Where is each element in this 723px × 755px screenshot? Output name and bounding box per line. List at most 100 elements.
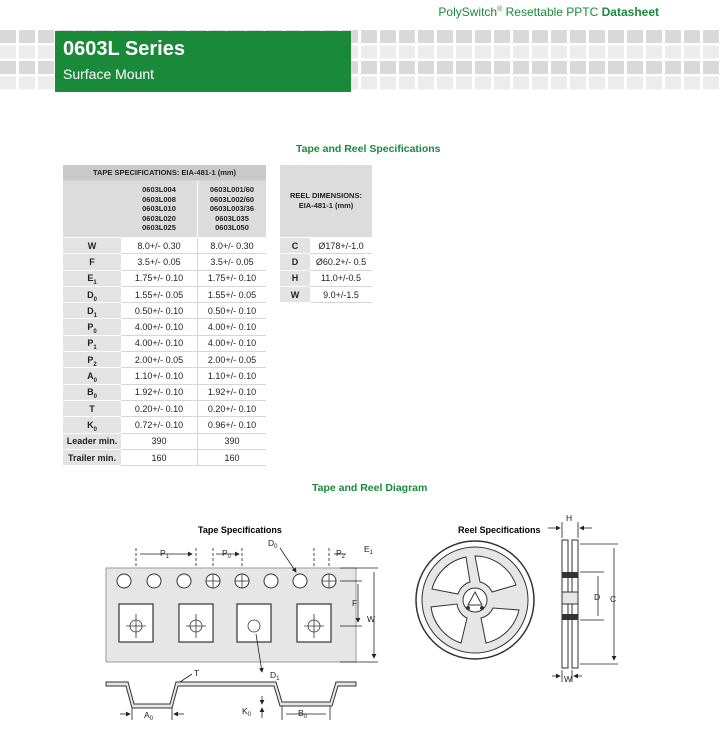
tape-param-label: Trailer min. — [63, 449, 121, 467]
tape-row: P2 2.00+/- 0.05 2.00+/- 0.05 — [63, 351, 266, 369]
tape-value-col1: 0.20+/- 0.10 — [121, 400, 198, 418]
tape-value-col2: 1.92+/- 0.10 — [197, 384, 266, 401]
reel-param-value: 9.0+/-1.5 — [310, 286, 372, 304]
tape-value-col2: 1.75+/- 0.10 — [197, 270, 266, 287]
tape-value-col1: 0.72+/- 0.10 — [121, 416, 198, 434]
tape-value-col2: 4.00+/- 0.10 — [197, 318, 266, 336]
tape-value-col1: 0.50+/- 0.10 — [121, 302, 198, 320]
tape-param-label: F — [63, 253, 121, 271]
svg-text:D1: D1 — [270, 670, 280, 682]
tape-row: T 0.20+/- 0.10 0.20+/- 0.10 — [63, 400, 266, 418]
tape-value-col1: 2.00+/- 0.05 — [121, 351, 198, 369]
reel-front-view — [415, 540, 535, 660]
tape-value-col1: 3.5+/- 0.05 — [121, 253, 198, 271]
tape-param-label: E1 — [63, 270, 121, 287]
reel-row: H 11.0+/-0.5 — [280, 270, 372, 287]
tape-row: P1 4.00+/- 0.10 4.00+/- 0.10 — [63, 335, 266, 353]
tape-row: E1 1.75+/- 0.10 1.75+/- 0.10 — [63, 270, 266, 287]
tape-value-col2: 4.00+/- 0.10 — [197, 335, 266, 353]
reel-param-label: H — [280, 270, 310, 287]
series-title: 0603L Series — [63, 38, 185, 60]
tape-param-label: B0 — [63, 384, 121, 401]
svg-text:D0: D0 — [268, 538, 278, 550]
tape-value-col1: 1.92+/- 0.10 — [121, 384, 198, 401]
reel-param-value: Ø178+/-1.0 — [310, 237, 372, 255]
reel-spec-label: Reel Specifications — [458, 525, 541, 535]
svg-text:T: T — [194, 668, 199, 678]
svg-text:P0: P0 — [222, 548, 232, 560]
tape-param-label: P2 — [63, 351, 121, 369]
tape-value-col2: 1.55+/- 0.05 — [197, 286, 266, 304]
tape-value-col2: 2.00+/- 0.05 — [197, 351, 266, 369]
reel-side-view — [561, 539, 579, 669]
reel-table-header: REEL DIMENSIONS:EIA-481-1 (mm) — [280, 165, 372, 238]
reel-row: D Ø60.2+/- 0.5 — [280, 253, 372, 271]
reel-param-label: C — [280, 237, 310, 255]
svg-text:W: W — [367, 614, 375, 624]
tape-value-col2: 0.96+/- 0.10 — [197, 416, 266, 434]
tape-value-col2: 3.5+/- 0.05 — [197, 253, 266, 271]
svg-text:D: D — [594, 592, 600, 602]
series-title-box: 0603L Series Surface Mount — [55, 31, 351, 92]
svg-text:P1: P1 — [160, 548, 170, 560]
tape-value-col1: 390 — [121, 433, 198, 450]
reel-row: W 9.0+/-1.5 — [280, 286, 372, 304]
tape-param-label: Leader min. — [63, 433, 121, 450]
tape-param-label: K0 — [63, 416, 121, 434]
tape-row: D1 0.50+/- 0.10 0.50+/- 0.10 — [63, 302, 266, 320]
reel-param-value: 11.0+/-0.5 — [310, 270, 372, 287]
tape-row: D0 1.55+/- 0.05 1.55+/- 0.05 — [63, 286, 266, 304]
reel-row: C Ø178+/-1.0 — [280, 237, 372, 255]
tape-row: Leader min. 390 390 — [63, 433, 266, 450]
svg-text:P2: P2 — [336, 548, 346, 560]
series-subtitle: Surface Mount — [63, 66, 155, 82]
tape-row: W 8.0+/- 0.30 8.0+/- 0.30 — [63, 237, 266, 255]
reel-param-label: W — [280, 286, 310, 304]
tape-param-label: T — [63, 400, 121, 418]
reel-param-label: D — [280, 253, 310, 271]
tape-reel-diagram: Tape Specifications P1 P0 D0 P2 E1 — [105, 513, 618, 722]
tape-row: F 3.5+/- 0.05 3.5+/- 0.05 — [63, 253, 266, 271]
datasheet-header: PolySwitch® Resettable PPTC Datasheet — [438, 5, 659, 19]
svg-text:A0: A0 — [144, 710, 154, 722]
tape-value-col1: 8.0+/- 0.30 — [121, 237, 198, 255]
tape-value-col2: 0.20+/- 0.10 — [197, 400, 266, 418]
tape-value-col2: 0.50+/- 0.10 — [197, 302, 266, 320]
tape-value-col2: 160 — [197, 449, 266, 467]
tape-reel-spec-title: Tape and Reel Specifications — [296, 143, 441, 155]
tape-param-label: A0 — [63, 367, 121, 385]
tape-value-col1: 4.00+/- 0.10 — [121, 318, 198, 336]
tape-param-label: D0 — [63, 286, 121, 304]
svg-text:B0: B0 — [298, 708, 308, 720]
tape-param-label: D1 — [63, 302, 121, 320]
tape-value-col1: 1.55+/- 0.05 — [121, 286, 198, 304]
svg-text:F: F — [352, 598, 357, 608]
svg-text:E1: E1 — [364, 544, 374, 556]
svg-text:K0: K0 — [242, 706, 252, 718]
tape-value-col1: 1.10+/- 0.10 — [121, 367, 198, 385]
tape-row: A0 1.10+/- 0.10 1.10+/- 0.10 — [63, 367, 266, 385]
svg-text:W: W — [564, 674, 572, 684]
tape-row: B0 1.92+/- 0.10 1.92+/- 0.10 — [63, 384, 266, 401]
svg-text:C: C — [610, 594, 616, 604]
reel-param-value: Ø60.2+/- 0.5 — [310, 253, 372, 271]
tape-row: Trailer min. 160 160 — [63, 449, 266, 467]
tape-spec-table: TAPE SPECIFICATIONS: EIA-481-1 (mm) 0603… — [63, 165, 266, 467]
tape-value-col1: 160 — [121, 449, 198, 467]
tape-param-label: W — [63, 237, 121, 255]
tape-param-label: P1 — [63, 335, 121, 353]
tape-param-label: P0 — [63, 318, 121, 336]
tape-value-col2: 1.10+/- 0.10 — [197, 367, 266, 385]
tape-spec-label: Tape Specifications — [198, 525, 282, 535]
tape-reel-diagram-title: Tape and Reel Diagram — [312, 482, 428, 494]
tape-row: K0 0.72+/- 0.10 0.96+/- 0.10 — [63, 416, 266, 434]
tape-row: P0 4.00+/- 0.10 4.00+/- 0.10 — [63, 318, 266, 336]
tape-value-col2: 8.0+/- 0.30 — [197, 237, 266, 255]
tape-table-header: TAPE SPECIFICATIONS: EIA-481-1 (mm) — [63, 165, 266, 181]
tape-value-col1: 1.75+/- 0.10 — [121, 270, 198, 287]
svg-text:H: H — [566, 513, 572, 523]
tape-value-col1: 4.00+/- 0.10 — [121, 335, 198, 353]
reel-dimensions-table: REEL DIMENSIONS:EIA-481-1 (mm) C Ø178+/-… — [280, 165, 372, 304]
